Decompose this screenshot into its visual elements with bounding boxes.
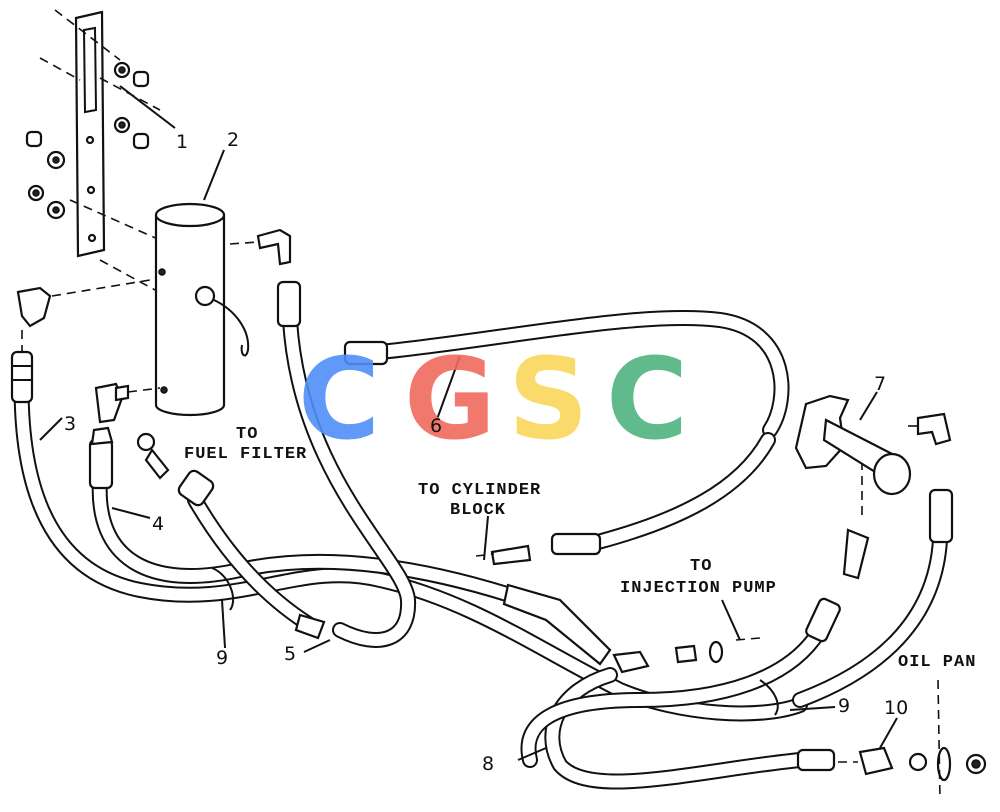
callout-3: 3 (64, 413, 76, 435)
label-to-injection-pump-line2: INJECTION PUMP (620, 579, 777, 598)
label-to-fuel-filter-line2: FUEL FILTER (184, 445, 307, 464)
callout-9-left: 9 (216, 647, 228, 669)
label-to-injection-pump-line1: TO (690, 557, 712, 576)
hose-fitting (136, 412, 952, 674)
hose-clamp (211, 567, 235, 611)
callout-10: 10 (884, 697, 908, 719)
callout-5: 5 (284, 643, 296, 665)
callout-1: 1 (176, 131, 188, 153)
callout-6: 6 (430, 415, 442, 437)
oil-hose-right (792, 488, 954, 708)
watermark-letter: S (508, 335, 589, 465)
callout-8: 8 (482, 753, 494, 775)
oil-hose-6 (343, 310, 790, 556)
oil-pan-fitting (858, 679, 987, 801)
label-oil-pan: OIL PAN (898, 653, 976, 672)
watermark-logo: C G S C (298, 335, 688, 465)
oil-valve-assembly (794, 394, 912, 496)
callout-2: 2 (227, 129, 239, 151)
hose-clamp (759, 679, 779, 716)
oil-filter-canister (154, 202, 250, 417)
label-to-cylinder-block-line1: TO CYLINDER (418, 481, 541, 500)
elbow-fitting (16, 228, 292, 424)
oil-hose-8 (520, 597, 841, 790)
watermark-letter: C (298, 335, 380, 465)
oil-hose-5 (177, 280, 417, 648)
watermark-letter: G (404, 335, 496, 465)
callout-9-right: 9 (838, 695, 850, 717)
mounting-bracket (74, 10, 106, 258)
label-to-cylinder-block-line2: BLOCK (450, 501, 506, 520)
bolt-washer-set (25, 61, 150, 220)
callout-7: 7 (874, 373, 886, 395)
watermark-letter: C (606, 335, 688, 465)
label-to-fuel-filter-line1: TO (236, 425, 258, 444)
callout-4: 4 (152, 513, 164, 535)
